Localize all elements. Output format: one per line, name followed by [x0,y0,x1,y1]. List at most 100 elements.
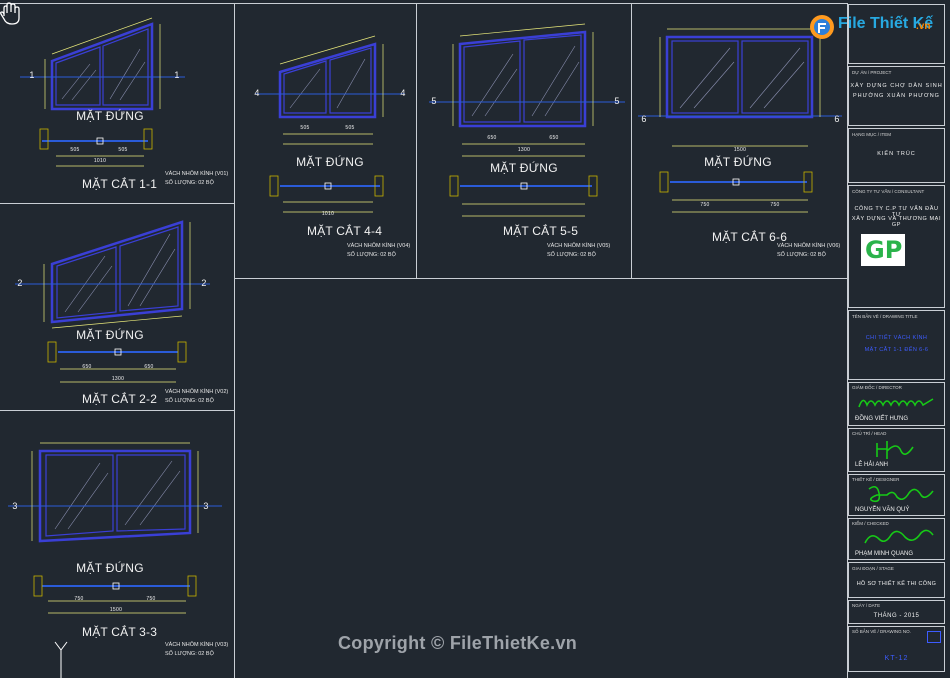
tb-item-value: KIẾN TRÚC [877,151,916,157]
tb-project-box: DỰ ÁN / PROJECT XÂY DỰNG CHỢ DÂN SINH PH… [848,66,945,126]
drawing-4-4[interactable]: 4 4 505 505 MẶT ĐỨNG 1010 MẶT CẮT 4-4 VÁ… [235,4,416,278]
section-note-2: SỐ LƯỢNG: 02 BỘ [347,252,396,258]
panel-divider-h2 [0,410,234,411]
section-note-2: SỐ LƯỢNG: 02 BỘ [165,651,214,657]
tb-project-line2: PHƯỜNG XUÂN PHƯƠNG [853,93,940,99]
dim-left: 650 [487,135,497,141]
tb-date-box: NGÀY / DATE THÁNG - 2015 [848,600,945,624]
tb-role3-name: NGUYỄN VĂN QUÝ [855,507,910,513]
dim-right: 505 [345,125,355,131]
drawing-1-1[interactable]: 1 1 MẶT ĐỨNG 505 505 1010 MẶT CẮT 1-1 VÁ… [0,4,234,203]
tb-company-line1: CÔNG TY C.P TƯ VẤN ĐẦU TƯ [854,206,939,218]
tb-role4-label: KIỂM / CHECKED [852,521,889,526]
tb-stage-box: GIAI ĐOẠN / STAGE HỒ SƠ THIẾT KẾ THI CÔN… [848,562,945,598]
axis-label-left: 5 [431,96,437,106]
logo-text: File Thiết Kế [838,15,934,32]
axis-label-left: 3 [12,501,18,511]
tb-role1-name: ĐỒNG VIẾT HƯNG [855,416,909,422]
tb-drawing-title-line1: CHI TIẾT VÁCH KÍNH [865,335,928,341]
section-note-1: VÁCH NHÔM KÍNH (V03) [165,642,229,648]
filethietke-logo[interactable]: File Thiết Kế .vn [808,10,948,44]
hand-pan-icon[interactable] [0,2,20,26]
logo-suffix: .vn [916,21,931,32]
dim-right: 650 [549,135,559,141]
dim-left: 750 [700,202,710,208]
tb-date-label: NGÀY / DATE [852,603,881,608]
tb-drawing-title-box: TÊN BẢN VẼ / DRAWING TITLE CHI TIẾT VÁCH… [848,310,945,380]
tb-role2-name: LÊ HẢI ANH [855,462,889,468]
section-note-2: SỐ LƯỢNG: 02 BỘ [165,398,214,404]
dim-left: 650 [82,364,92,370]
gp-logo-text: GP [865,236,903,264]
axis-label-left: 4 [254,88,260,98]
dim-left: 505 [300,125,310,131]
panel-divider-v3 [631,4,632,278]
tb-stage-label: GIAI ĐOẠN / STAGE [852,566,894,571]
panel-divider-v1 [234,4,235,678]
elevation-label: MẶT ĐỨNG [490,161,558,175]
copyright-watermark: Copyright © FileThietKe.vn [338,633,578,653]
axis-label-right: 5 [614,96,620,106]
tb-role4-name: PHẠM MINH QUANG [855,551,914,557]
panel-divider-h1 [0,203,234,204]
dim-left: 750 [74,596,84,602]
tb-header-box [848,4,945,64]
tb-project-line1: XÂY DỰNG CHỢ DÂN SINH [850,83,943,89]
section-title: MẶT CẮT 2-2 [82,392,158,406]
window-elevation-5-5 [429,23,625,217]
tb-role3-label: THIẾT KẾ / DESIGNER [852,477,900,482]
tb-date-value: THÁNG - 2015 [873,613,920,619]
section-note-1: VÁCH NHÔM KÍNH (V06) [777,243,841,249]
panel-divider-right [847,4,848,678]
dim-left: 505 [70,147,80,153]
tb-role1-box: GIÁM ĐỐC / DIRECTOR ĐỒNG VIẾT HƯNG [848,382,945,426]
logo-mark-icon [810,15,834,39]
section-title: MẶT CẮT 4-4 [307,224,383,238]
window-elevation-4-4 [255,35,405,213]
tb-consultant-label: CÔNG TY TƯ VẤN / CONSULTANT [852,189,925,194]
section-title: MẶT CẮT 5-5 [503,224,579,238]
panel-divider-h3 [234,278,848,279]
tb-drawing-title-label: TÊN BẢN VẼ / DRAWING TITLE [852,314,918,319]
window-elevation-3-3 [8,442,222,614]
axis-label-right: 3 [203,501,209,511]
dim-total: 1300 [111,376,125,382]
section-title: MẶT CẮT 6-6 [712,230,788,244]
window-elevation-1-1 [20,17,185,167]
gp-logo: GP [861,234,905,266]
tb-drawing-title-line2: MẶT CẮT 1-1 ĐẾN 6-6 [864,347,929,353]
axis-label-left: 2 [17,278,23,288]
tb-role2-box: CHỦ TRÌ / HEAD LÊ HẢI ANH [848,428,945,472]
section-note-2: SỐ LƯỢNG: 02 BỘ [165,180,214,186]
drawing-6-6[interactable]: 6 6 1500 MẶT ĐỨNG 750 750 MẶT CẮT 6-6 VÁ… [632,4,847,278]
drawing-2-2[interactable]: 2 2 MẶT ĐỨNG 650 650 1300 MẶT CẮT 2-2 VÁ… [0,204,234,410]
dim-right: 750 [146,596,156,602]
section-note-1: VÁCH NHÔM KÍNH (V01) [165,171,229,177]
tb-role2-label: CHỦ TRÌ / HEAD [852,431,887,436]
section-title: MẶT CẮT 1-1 [82,177,158,191]
drawing-3-3[interactable]: 3 3 MẶT ĐỨNG 750 750 1500 MẶT CẮT 3-3 VÁ… [0,411,234,678]
axis-label-right: 2 [201,278,207,288]
axis-label-left: 1 [29,70,35,80]
elevation-label: MẶT ĐỨNG [76,328,144,342]
tb-role4-box: KIỂM / CHECKED PHẠM MINH QUANG [848,518,945,560]
tb-role3-box: THIẾT KẾ / DESIGNER NGUYỄN VĂN QUÝ [848,474,945,516]
tb-company-line2: XÂY DỰNG VÀ THƯƠNG MẠI GP [851,216,942,228]
drawing-5-5[interactable]: 5 5 650 650 1300 MẶT ĐỨNG MẶT CẮT 5-5 VÁ… [417,4,631,278]
section-title: MẶT CẮT 3-3 [82,625,158,639]
elevation-label: MẶT ĐỨNG [76,561,144,575]
section-note-2: SỐ LƯỢNG: 02 BỘ [547,252,596,258]
dim-right: 750 [770,202,780,208]
signature-1 [858,398,934,408]
tb-sheet-label: SỐ BẢN VẼ / DRAWING NO. [852,629,911,634]
axis-label-right: 6 [834,114,840,124]
top-border [0,3,848,4]
elevation-label: MẶT ĐỨNG [704,155,772,169]
elevation-label: MẶT ĐỨNG [76,109,144,123]
tb-item-box: HẠNG MỤC / ITEM KIẾN TRÚC [848,128,945,183]
tb-sheet-marker [927,631,941,643]
dim-total: 1500 [109,607,123,613]
signature-4 [864,529,934,544]
window-elevation-6-6 [638,28,842,213]
dim-total: 1500 [733,147,747,153]
